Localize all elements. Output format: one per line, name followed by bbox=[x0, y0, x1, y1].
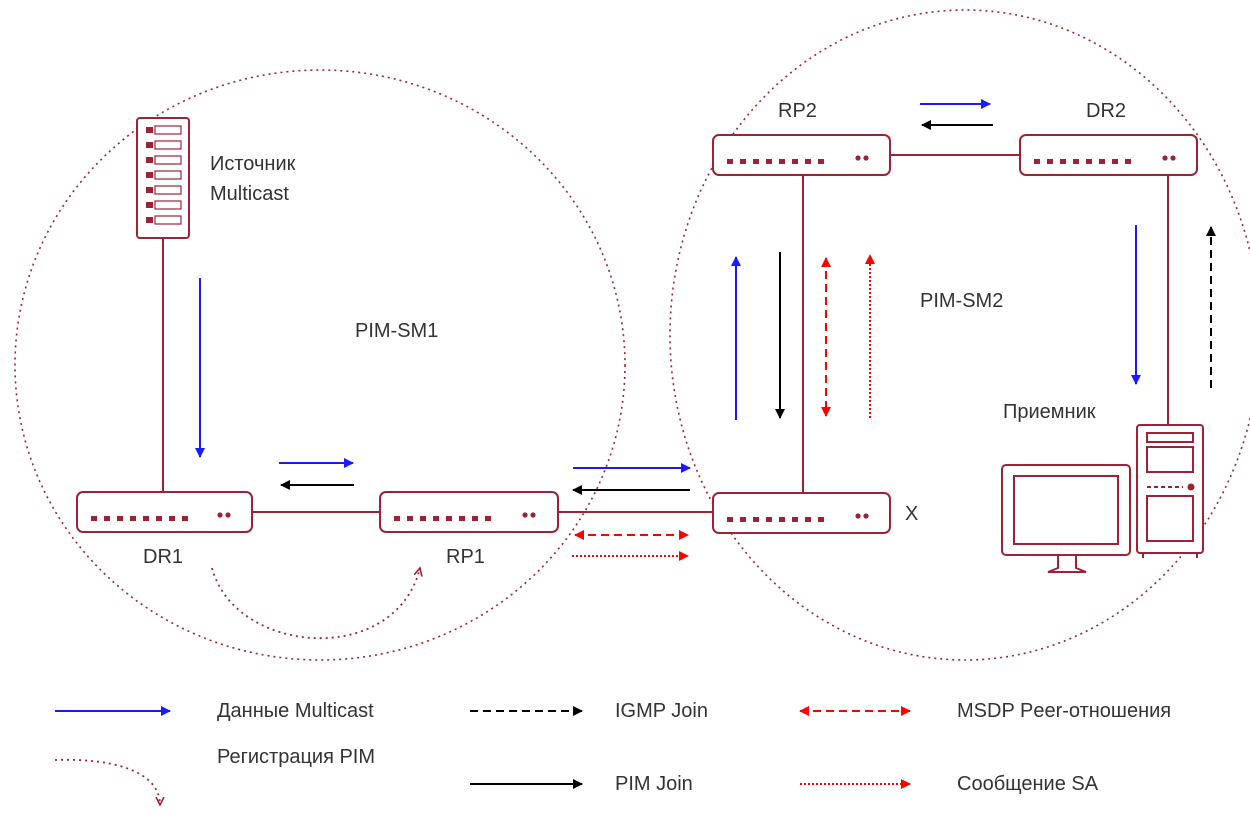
domain-outline-pim-sm1 bbox=[14, 69, 626, 661]
label-x: X bbox=[905, 503, 918, 525]
label-dr1: DR1 bbox=[143, 546, 183, 568]
domain-outline-pim-sm2 bbox=[669, 9, 1250, 661]
legend-pim-join-label: PIM Join bbox=[615, 773, 693, 795]
label-rp1: RP1 bbox=[446, 546, 485, 568]
receiver-computer-icon bbox=[1001, 424, 1204, 573]
label-receiver: Приемник bbox=[1003, 401, 1096, 423]
legend-igmp-join-label: IGMP Join bbox=[615, 700, 708, 722]
legend: Данные Multicast IGMP Join MSDP Peer-отн… bbox=[54, 700, 1171, 805]
legend-msdp-peer-label: MSDP Peer-отношения bbox=[957, 700, 1171, 722]
router-x-icon bbox=[712, 492, 891, 534]
label-rp2: RP2 bbox=[778, 100, 817, 122]
legend-pim-register-label: Регистрация PIM bbox=[217, 746, 375, 768]
receiver-power-led-icon bbox=[1187, 483, 1195, 491]
source-label-line1: Источник bbox=[210, 153, 296, 175]
label-dr2: DR2 bbox=[1086, 100, 1126, 122]
router-dr2-icon bbox=[1019, 134, 1198, 176]
legend-multicast-data-label: Данные Multicast bbox=[217, 700, 374, 722]
router-dr1-icon bbox=[76, 491, 253, 533]
legend-pim-register-swatch bbox=[54, 758, 160, 805]
source-label-line2: Multicast bbox=[210, 183, 289, 205]
label-domain-pim-sm1: PIM-SM1 bbox=[355, 320, 438, 342]
label-domain-pim-sm2: PIM-SM2 bbox=[920, 290, 1003, 312]
multicast-source-server-icon bbox=[136, 117, 190, 239]
legend-sa-message-label: Сообщение SA bbox=[957, 773, 1099, 795]
arrow-pim-register-dr1-to-rp1 bbox=[211, 568, 420, 640]
router-rp2-icon bbox=[712, 134, 891, 176]
router-rp1-icon bbox=[379, 491, 559, 533]
